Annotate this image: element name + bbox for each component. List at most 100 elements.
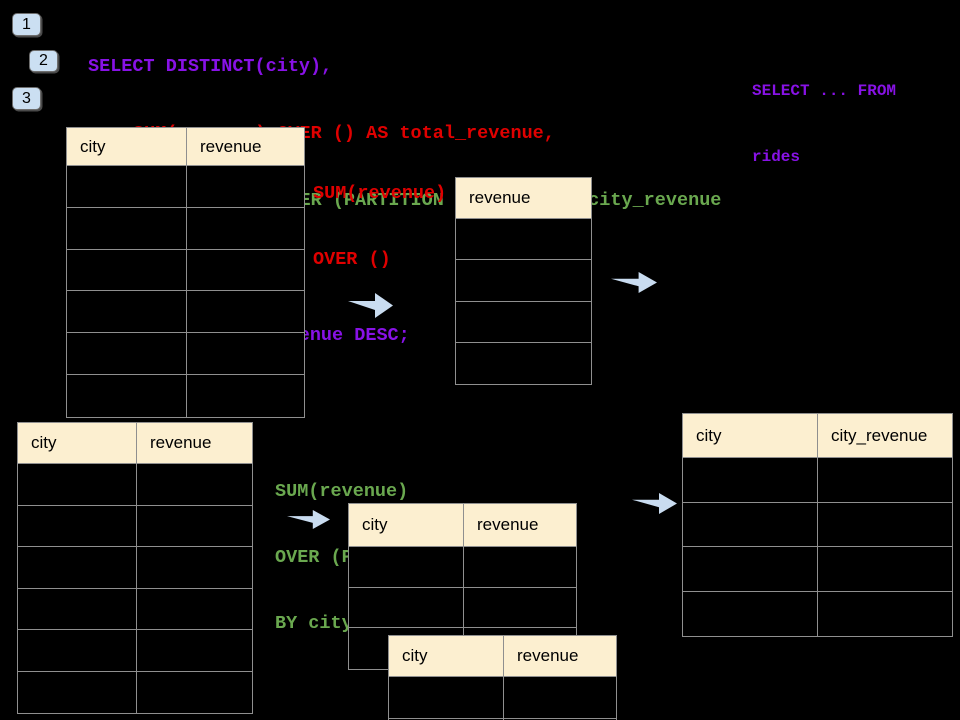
- column-header-revenue: revenue: [464, 504, 576, 546]
- table-row: [67, 291, 304, 334]
- table-row: [18, 464, 252, 506]
- flow-arrow-icon: [348, 293, 393, 318]
- empty-cell: [349, 547, 464, 587]
- flow-arrow-icon: [611, 272, 657, 293]
- empty-cell: [137, 547, 252, 588]
- empty-cell: [137, 672, 252, 714]
- table-row: [67, 374, 304, 417]
- empty-cell: [187, 208, 304, 249]
- table-row: [18, 547, 252, 589]
- table-row: [456, 260, 591, 302]
- empty-cell: [456, 302, 591, 342]
- flow-arrow-icon: [632, 493, 677, 514]
- column-header-city: city: [389, 636, 504, 676]
- annotation-line: SUM(revenue): [275, 481, 409, 502]
- empty-cell: [456, 219, 591, 259]
- table-header-row: city revenue: [349, 504, 576, 547]
- table-source-top: city revenue: [66, 127, 305, 418]
- empty-cell: [818, 503, 952, 547]
- empty-cell: [137, 464, 252, 505]
- column-header-city: city: [349, 504, 464, 546]
- table-row: [67, 166, 304, 208]
- table-header-row: city revenue: [67, 128, 304, 166]
- empty-cell: [137, 630, 252, 671]
- table-row: [18, 588, 252, 630]
- table-city-revenue-result: city city_revenue: [682, 413, 953, 637]
- column-header-city: city: [18, 423, 137, 463]
- empty-cell: [349, 587, 464, 628]
- table-header-row: city revenue: [389, 636, 616, 677]
- column-header-city: city: [67, 128, 187, 165]
- column-header-revenue: revenue: [137, 423, 252, 463]
- table-row: [683, 591, 952, 637]
- table-row: [18, 630, 252, 672]
- empty-cell: [187, 375, 304, 417]
- empty-cell: [137, 506, 252, 547]
- empty-cell: [187, 166, 304, 207]
- table-row: [67, 333, 304, 375]
- empty-cell: [187, 333, 304, 374]
- empty-cell: [67, 333, 187, 374]
- empty-cell: [504, 677, 616, 718]
- table-header-row: city revenue: [18, 423, 252, 464]
- empty-cell: [18, 505, 137, 546]
- table-row: [349, 547, 576, 588]
- annotation-line: SUM(revenue): [313, 183, 447, 204]
- empty-cell: [818, 547, 952, 591]
- empty-cell: [818, 458, 952, 502]
- empty-cell: [456, 260, 591, 300]
- table-header-row: city city_revenue: [683, 414, 952, 458]
- empty-cell: [18, 464, 137, 505]
- empty-cell: [683, 458, 818, 502]
- table-row: [389, 677, 616, 719]
- side-note-line: SELECT ... FROM: [752, 82, 897, 100]
- side-note-select-from-rides: SELECT ... FROM rides: [752, 36, 896, 212]
- sql-line-select: SELECT DISTINCT(city),: [88, 55, 333, 77]
- empty-cell: [18, 630, 137, 671]
- total-revenue-annotation: SUM(revenue) OVER (): [313, 139, 446, 315]
- empty-cell: [18, 588, 137, 629]
- step-badge-3: 3: [12, 87, 41, 110]
- empty-cell: [67, 207, 187, 249]
- table-row: [67, 249, 304, 292]
- table-row: [683, 458, 952, 503]
- column-header-revenue: revenue: [187, 128, 304, 165]
- table-row: [683, 547, 952, 592]
- column-header-revenue: revenue: [504, 636, 616, 676]
- empty-cell: [464, 547, 576, 587]
- step-badge-2: 2: [29, 50, 58, 72]
- empty-cell: [464, 588, 576, 628]
- table-source-bottom: city revenue: [17, 422, 253, 714]
- empty-cell: [683, 547, 818, 591]
- empty-cell: [187, 250, 304, 291]
- table-row: [456, 302, 591, 343]
- annotation-line: OVER (): [313, 249, 391, 270]
- column-header-city-revenue: city_revenue: [818, 414, 952, 457]
- table-partition-result-overlay: city revenue: [388, 635, 617, 720]
- table-row: [456, 219, 591, 261]
- side-note-line: rides: [752, 148, 801, 166]
- table-row: [349, 587, 576, 629]
- empty-cell: [67, 249, 187, 291]
- empty-cell: [187, 291, 304, 332]
- table-header-row: revenue: [456, 178, 591, 219]
- step-badge-1: 1: [12, 13, 41, 36]
- table-row: [18, 671, 252, 714]
- empty-cell: [18, 547, 137, 588]
- column-header-city: city: [683, 414, 818, 457]
- empty-cell: [683, 591, 818, 636]
- table-row: [683, 502, 952, 547]
- table-total-revenue-result: revenue: [455, 177, 592, 386]
- empty-cell: [67, 374, 187, 417]
- empty-cell: [683, 502, 818, 546]
- empty-cell: [137, 589, 252, 630]
- table-row: [18, 505, 252, 547]
- empty-cell: [67, 166, 187, 207]
- empty-cell: [67, 291, 187, 333]
- empty-cell: [389, 677, 504, 718]
- empty-cell: [456, 343, 591, 384]
- empty-cell: [18, 671, 137, 713]
- empty-cell: [818, 592, 952, 637]
- table-row: [456, 343, 591, 384]
